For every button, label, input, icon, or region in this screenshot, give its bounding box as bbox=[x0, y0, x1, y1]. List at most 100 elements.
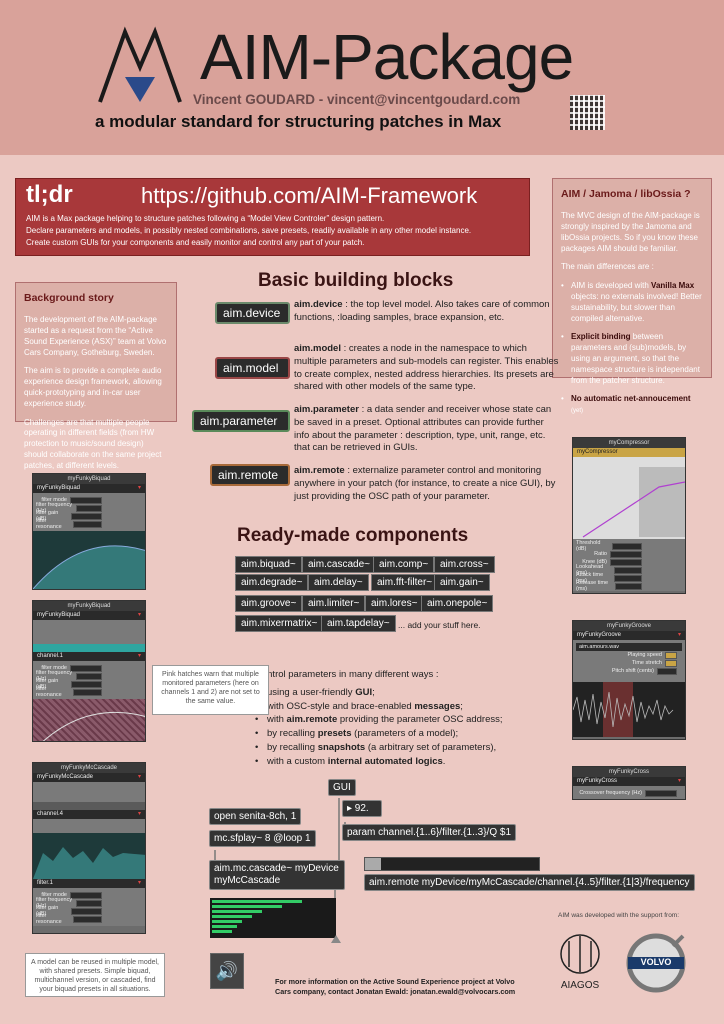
window-funky-groove: myFunkyGroove myFunkyGroove▾ aim.amours.… bbox=[572, 620, 686, 740]
sfplay-object[interactable]: mc.sfplay~ 8 @loop 1 bbox=[209, 830, 316, 847]
row-filter-mode: filter mode bbox=[36, 891, 102, 899]
row-filter-mode: filter mode bbox=[36, 496, 102, 504]
aim-box-diff-title: The main differences are : bbox=[561, 262, 654, 272]
chip-lores: aim.lores~ bbox=[365, 595, 424, 612]
filter-response-graph bbox=[33, 531, 145, 589]
slider-bar[interactable] bbox=[364, 857, 540, 871]
open-message[interactable]: open senita-8ch, 1 bbox=[209, 808, 302, 825]
file-selector[interactable]: aim.amours.wav bbox=[576, 643, 682, 651]
page-subtitle: a modular standard for structuring patch… bbox=[95, 112, 502, 131]
control-list: Control parameters in many different way… bbox=[255, 668, 503, 768]
github-link[interactable]: https://github.com/AIM-Framework bbox=[141, 183, 478, 208]
aiagos-logo-icon bbox=[560, 934, 600, 974]
row-filter-gain: filter gain (dB) bbox=[36, 905, 102, 917]
chip-comp: aim.comp~ bbox=[373, 556, 435, 573]
aiagos-logo: AIAGOS bbox=[555, 933, 605, 993]
tldr-line-3: Create custom GUIs for your components a… bbox=[26, 238, 365, 247]
volvo-logo-icon bbox=[626, 933, 686, 993]
control-item-remote: with aim.remote providing the parameter … bbox=[255, 713, 503, 727]
chip-tapdelay: aim.tapdelay~ bbox=[321, 615, 396, 632]
background-p3: Challenges are that multiple people oper… bbox=[24, 417, 162, 470]
chip-groove: aim.groove~ bbox=[235, 595, 303, 612]
desc-aim-model: aim.model : creates a node in the namesp… bbox=[294, 343, 559, 393]
channel-tabs[interactable] bbox=[33, 802, 145, 810]
control-item-presets: by recalling presets (parameters of a mo… bbox=[255, 727, 503, 741]
volvo-logo: VOLVO bbox=[625, 932, 687, 994]
chip-limiter: aim.limiter~ bbox=[302, 595, 366, 612]
aim-diff-item-2: Explicit binding between parameters and … bbox=[561, 332, 703, 386]
row-filter-gain: filter gain (dB) bbox=[36, 678, 102, 690]
author-line: Vincent GOUDARD - vincent@vincentgoudard… bbox=[193, 92, 521, 107]
background-p2: The aim is to provide a complete audio e… bbox=[24, 366, 162, 408]
page-title: AIM-Package bbox=[200, 21, 574, 93]
background-story-box: Background story The development of the … bbox=[15, 282, 177, 470]
window-title: myFunkyCross bbox=[573, 767, 685, 777]
note-model-reuse: A model can be reused in multiple model,… bbox=[25, 953, 165, 997]
window-title: myCompressor bbox=[573, 438, 685, 448]
window-funky-cross: myFunkyCross myFunkyCross▾ Crossover fre… bbox=[572, 766, 686, 800]
desc-aim-parameter: aim.parameter : a data sender and receiv… bbox=[294, 404, 552, 454]
background-p1: The development of the AIM-package start… bbox=[24, 315, 167, 357]
row-filter-res: filter resonance bbox=[36, 518, 102, 530]
row-filter-freq: filter frequency (Hz) bbox=[36, 502, 102, 514]
aim-box-intro: The MVC design of the AIM-package is str… bbox=[561, 211, 700, 253]
aim-logo-icon bbox=[98, 26, 182, 103]
background-title: Background story bbox=[24, 292, 114, 304]
aim-box-title: AIM / Jamoma / libOssia ? bbox=[561, 188, 691, 200]
tldr-line-1: AIM is a Max package helping to structur… bbox=[26, 214, 385, 223]
row-filter-freq: filter frequency (Hz) bbox=[36, 670, 102, 682]
module-aim-device: aim.device bbox=[215, 302, 290, 324]
chip-cascade: aim.cascade~ bbox=[302, 556, 376, 573]
module-aim-parameter: aim.parameter bbox=[192, 410, 290, 432]
chip-onepole: aim.onepole~ bbox=[421, 595, 494, 612]
cascade-object[interactable]: aim.mc.cascade~ myDevice myMcCascade bbox=[209, 860, 345, 890]
add-your-stuff: ... add your stuff here. bbox=[398, 620, 481, 630]
aim-jamoma-box: AIM / Jamoma / libOssia ? The MVC design… bbox=[552, 178, 712, 414]
cascade-response-graph bbox=[33, 833, 145, 879]
window-funky-biquad-2: myFunkyBiquad myFunkyBiquad▾ channel.1▾ … bbox=[32, 600, 146, 742]
waveform-display[interactable] bbox=[573, 682, 686, 737]
window-my-compressor: myCompressor myCompressor Threshold (dB)… bbox=[572, 437, 686, 594]
window-title: myFunkyBiquad bbox=[33, 474, 145, 484]
channel-tabs[interactable] bbox=[33, 644, 145, 652]
gain-slider-handle[interactable] bbox=[331, 935, 341, 943]
chip-delay: aim.delay~ bbox=[308, 574, 369, 591]
qr-code-overlay bbox=[570, 95, 605, 130]
chip-cross: aim.cross~ bbox=[434, 556, 495, 573]
row-filter-res: filter resonance bbox=[36, 913, 102, 925]
window-header: myFunkyBiquad▾ bbox=[33, 611, 145, 620]
row-filter-freq: filter frequency (Hz) bbox=[36, 897, 102, 909]
chip-biquad: aim.biquad~ bbox=[235, 556, 302, 573]
ready-made-title: Ready-made components bbox=[237, 525, 469, 546]
control-item-messages: with OSC-style and brace-enabled message… bbox=[255, 700, 503, 714]
control-item-gui: using a user-friendly GUI; bbox=[255, 686, 503, 700]
footer-info: For more information on the Active Sound… bbox=[275, 977, 516, 997]
row-filter-mode: filter mode bbox=[36, 664, 102, 672]
tldr-line-2: Declare parameters and models, in possib… bbox=[26, 226, 472, 235]
aim-diff-item-1: AIM is developed with Vanilla Max object… bbox=[561, 281, 703, 324]
control-item-logics: with a custom internal automated logics. bbox=[255, 755, 503, 769]
window-header: myFunkyBiquad▾ bbox=[33, 484, 145, 493]
window-title: myFunkyMcCascade bbox=[33, 763, 145, 773]
desc-aim-device: aim.device : the top level model. Also t… bbox=[294, 299, 550, 323]
window-funky-biquad-1: myFunkyBiquad myFunkyBiquad▾ filter mode… bbox=[32, 473, 146, 590]
support-text: AIM was developed with the support from: bbox=[558, 912, 680, 919]
remote-object[interactable]: aim.remote myDevice/myMcCascade/channel.… bbox=[364, 874, 695, 891]
filter-response-graph-hatched bbox=[33, 699, 145, 741]
param-message[interactable]: param channel.{1..6}/filter.{1..3}/Q $1 bbox=[342, 824, 517, 841]
chip-mixermatrix: aim.mixermatrix~ bbox=[235, 615, 324, 632]
window-title: myFunkyGroove bbox=[573, 621, 685, 631]
building-blocks-title: Basic building blocks bbox=[258, 270, 454, 291]
chip-degrade: aim.degrade~ bbox=[235, 574, 309, 591]
compressor-curve bbox=[573, 457, 685, 539]
module-aim-remote: aim.remote bbox=[210, 464, 290, 486]
control-title: Control parameters in many different way… bbox=[255, 669, 439, 680]
control-item-snapshots: by recalling snapshots (a arbitrary set … bbox=[255, 741, 503, 755]
speaker-icon[interactable]: 🔊 bbox=[210, 953, 244, 989]
aim-diff-item-3: No automatic net-annoucement (yet) bbox=[561, 394, 703, 416]
row-filter-res: filter resonance bbox=[36, 686, 102, 698]
tldr-label: tl;dr bbox=[26, 181, 73, 208]
number-box[interactable]: ▸ 92. bbox=[342, 800, 382, 817]
level-meters bbox=[210, 898, 336, 938]
gui-object[interactable]: GUI bbox=[328, 779, 356, 796]
